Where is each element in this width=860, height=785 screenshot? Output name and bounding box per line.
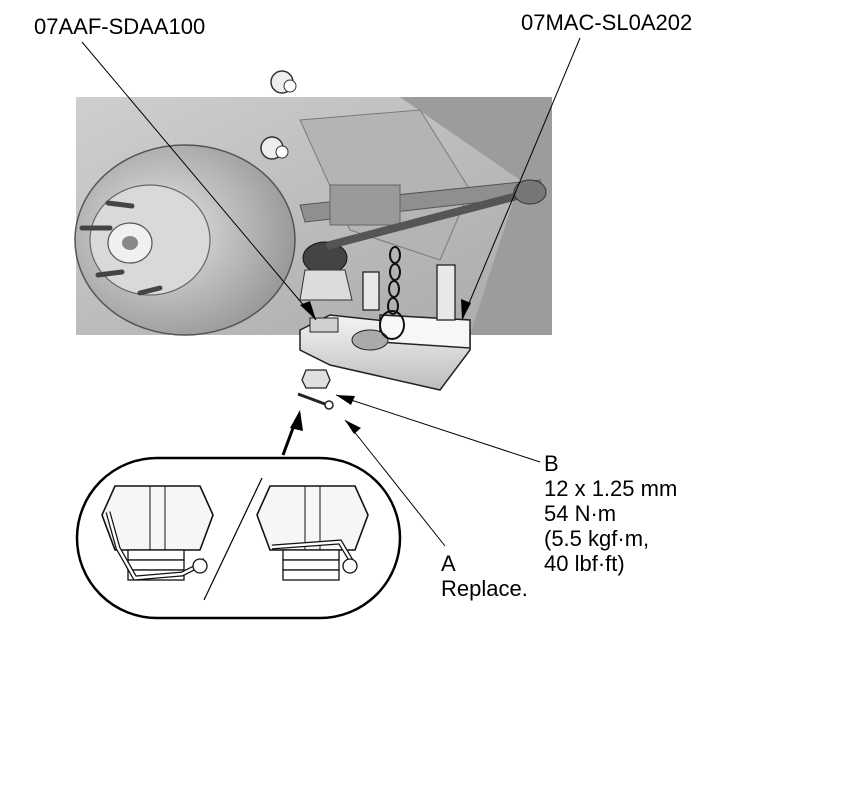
leader-b — [335, 394, 541, 463]
leader-tool1 — [81, 41, 317, 321]
nut-correct — [256, 485, 369, 581]
callout-b-spec: 12 x 1.25 mm — [544, 476, 678, 501]
callout-b: B 12 x 1.25 mm 54 N·m (5.5 kgf·m, 40 lbf… — [544, 451, 677, 576]
tool-label-ball-joint-remover: 07AAF-SDAA100 — [34, 14, 206, 39]
nut-incorrect — [101, 485, 214, 581]
tie-rod — [326, 179, 547, 249]
safety-chain — [379, 246, 405, 340]
detail-arrow — [281, 410, 303, 456]
callout-b-letter: B — [544, 451, 559, 476]
callout-a-letter: A — [441, 551, 456, 576]
leader-a — [344, 419, 446, 547]
callout-b-torque-lbf: 40 lbf·ft) — [544, 551, 625, 576]
callout-a: A Replace. — [441, 551, 528, 601]
puller-tool — [299, 264, 471, 391]
callout-b-torque-kgf: (5.5 kgf·m, — [544, 526, 650, 551]
castle-nut — [301, 369, 331, 389]
knuckle-bolts — [260, 70, 297, 160]
tool-label-tie-rod-remover: 07MAC-SL0A202 — [521, 10, 693, 35]
ball-joint — [299, 241, 353, 301]
callout-a-note: Replace. — [441, 576, 528, 601]
brake-disc — [74, 144, 296, 336]
leader-tool2 — [461, 37, 581, 321]
detail-inset — [75, 456, 402, 620]
cotter-pin — [297, 392, 334, 410]
leader-lines — [81, 37, 581, 547]
callout-b-torque-nm: 54 N·m — [544, 501, 617, 526]
arrowheads — [300, 299, 471, 434]
